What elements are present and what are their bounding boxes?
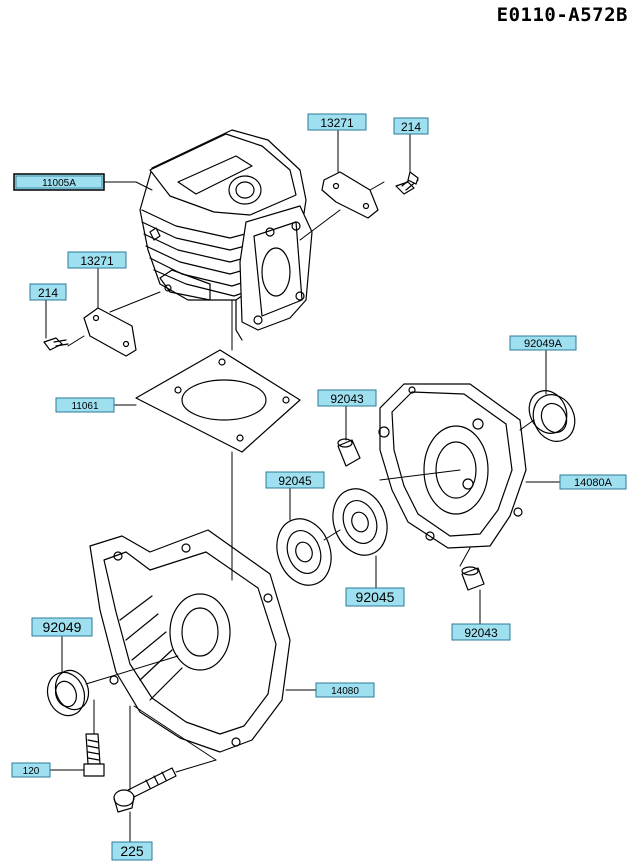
crankcase-right [378, 383, 527, 549]
callout-text: 92049A [524, 338, 563, 350]
callout-text: 92043 [464, 626, 498, 640]
oil-seal-92049a [528, 390, 576, 442]
crankcase-left [89, 529, 291, 753]
callout-text: 13271 [80, 254, 114, 268]
callout-92049a[interactable]: 92049A [509, 335, 577, 351]
cylinder [139, 129, 313, 341]
callout-214-left[interactable]: 214 [29, 283, 67, 301]
callout-text: 214 [401, 120, 421, 134]
callout-214-top[interactable]: 214 [393, 117, 429, 135]
screw-214-top [395, 171, 419, 195]
callout-text: 92049 [43, 619, 82, 635]
callout-text: 92045 [356, 589, 395, 605]
callout-13271-top[interactable]: 13271 [307, 113, 367, 131]
callout-13271-left[interactable]: 13271 [67, 251, 127, 269]
callout-14080a[interactable]: 14080A [559, 474, 627, 490]
callout-text: 92043 [330, 392, 364, 406]
dowel-pin-bottom [461, 566, 485, 591]
callout-120[interactable]: 120 [11, 762, 51, 778]
callout-92043-top[interactable]: 92043 [317, 389, 377, 407]
cover-plate-left [83, 307, 137, 357]
cylinder-gasket [135, 349, 301, 453]
cover-plate-top [321, 171, 379, 219]
callout-14080[interactable]: 14080 [315, 682, 375, 698]
callout-11061[interactable]: 11061 [55, 397, 115, 413]
callout-92045-left[interactable]: 92045 [265, 471, 325, 489]
leader-lines [45, 129, 561, 843]
callout-text: 14080A [574, 477, 613, 489]
bearing-left [276, 518, 332, 586]
callout-11005a[interactable]: 11005A [13, 173, 105, 191]
bolt-120 [83, 733, 105, 777]
callout-text: 11061 [71, 401, 99, 412]
callout-text: 13271 [320, 116, 354, 130]
dowel-pin-top [337, 438, 361, 467]
callout-92043-bottom[interactable]: 92043 [451, 623, 511, 641]
callout-text: 120 [23, 766, 40, 777]
bolt-225 [113, 767, 177, 813]
callout-labels: 11005A 13271 214 13271 214 92049A 11061 [11, 113, 627, 861]
bearing-right [332, 488, 388, 556]
callout-text: 11005A [42, 178, 76, 189]
callout-text: 214 [38, 286, 58, 300]
callout-text: 225 [120, 843, 144, 859]
callout-text: 92045 [278, 474, 312, 488]
callout-225[interactable]: 225 [111, 841, 153, 861]
oil-seal-92049 [46, 669, 90, 717]
callout-text: 14080 [331, 686, 359, 697]
callout-92049[interactable]: 92049 [31, 617, 93, 637]
screw-214-left [43, 337, 69, 351]
callout-92045-right[interactable]: 92045 [345, 587, 405, 607]
diagram-code: E0110-A572B [496, 4, 628, 26]
